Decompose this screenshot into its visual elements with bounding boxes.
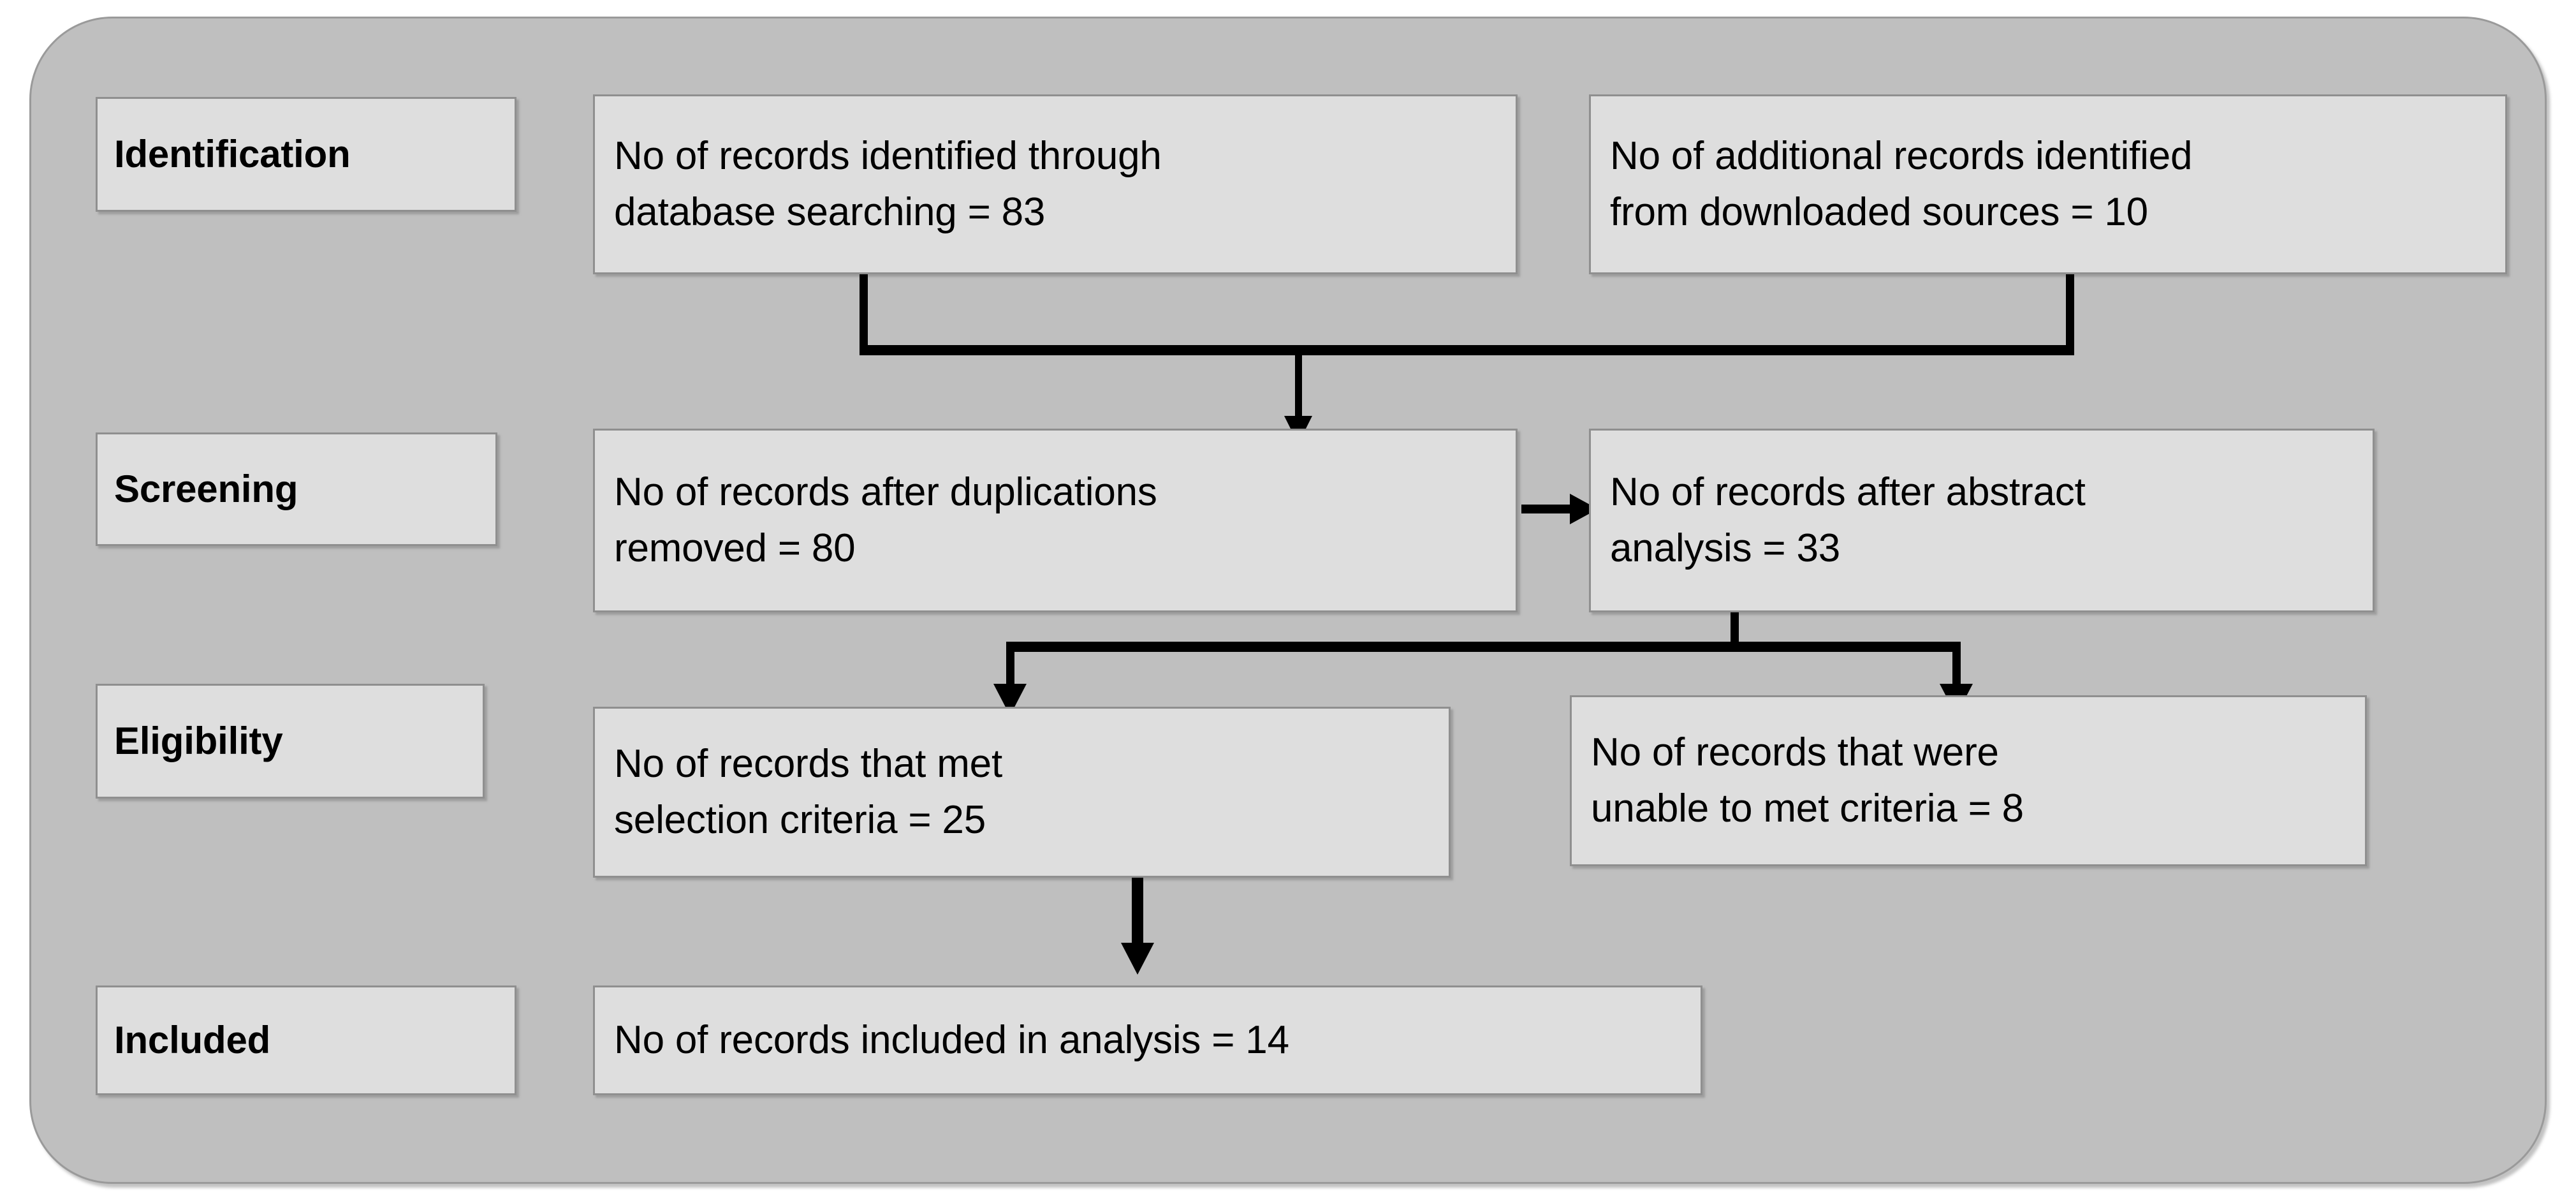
screening-arrow-shaft bbox=[1521, 505, 1580, 513]
node-records-after-abstract-analysis-text: No of records after abstract analysis = … bbox=[1610, 469, 2086, 570]
node-records-met-selection-criteria: No of records that met selection criteri… bbox=[593, 707, 1451, 878]
stage-label-screening-text: Screening bbox=[114, 468, 298, 511]
split-left-stem bbox=[1006, 651, 1014, 694]
node-additional-records-downloaded: No of additional records identified from… bbox=[1589, 94, 2507, 274]
stage-label-eligibility-text: Eligibility bbox=[114, 720, 283, 763]
split-right-stem bbox=[1952, 651, 1961, 694]
stage-label-screening: Screening bbox=[96, 432, 497, 546]
node-records-identified-database: No of records identified through databas… bbox=[593, 94, 1518, 274]
stage-label-identification-text: Identification bbox=[114, 133, 351, 176]
merge-crossbar bbox=[860, 345, 2074, 355]
stage-label-eligibility: Eligibility bbox=[96, 684, 485, 799]
stage-label-included: Included bbox=[96, 985, 516, 1095]
split-crossbar bbox=[1006, 642, 1961, 652]
merge-drop-stem bbox=[1295, 354, 1302, 425]
node-additional-records-downloaded-text: No of additional records identified from… bbox=[1610, 133, 2193, 234]
node-records-after-abstract-analysis: No of records after abstract analysis = … bbox=[1589, 429, 2375, 612]
stage-label-identification: Identification bbox=[96, 97, 516, 212]
included-arrow-shaft bbox=[1132, 878, 1143, 947]
included-arrow-head-icon bbox=[1121, 943, 1154, 975]
stage-label-included-text: Included bbox=[114, 1019, 271, 1062]
node-records-included-in-analysis-text: No of records included in analysis = 14 bbox=[614, 1017, 1289, 1062]
node-records-identified-database-text: No of records identified through databas… bbox=[614, 133, 1162, 234]
split-source-stem bbox=[1731, 612, 1739, 649]
node-records-unable-to-met-criteria-text: No of records that were unable to met cr… bbox=[1591, 730, 2024, 830]
node-records-met-selection-criteria-text: No of records that met selection criteri… bbox=[614, 741, 1002, 842]
merge-right-stem bbox=[2066, 274, 2074, 353]
node-records-unable-to-met-criteria: No of records that were unable to met cr… bbox=[1570, 695, 2367, 866]
merge-left-stem bbox=[860, 274, 868, 353]
node-records-included-in-analysis: No of records included in analysis = 14 bbox=[593, 985, 1702, 1095]
node-records-after-duplications-removed: No of records after duplications removed… bbox=[593, 429, 1518, 612]
node-records-after-duplications-removed-text: No of records after duplications removed… bbox=[614, 469, 1157, 570]
